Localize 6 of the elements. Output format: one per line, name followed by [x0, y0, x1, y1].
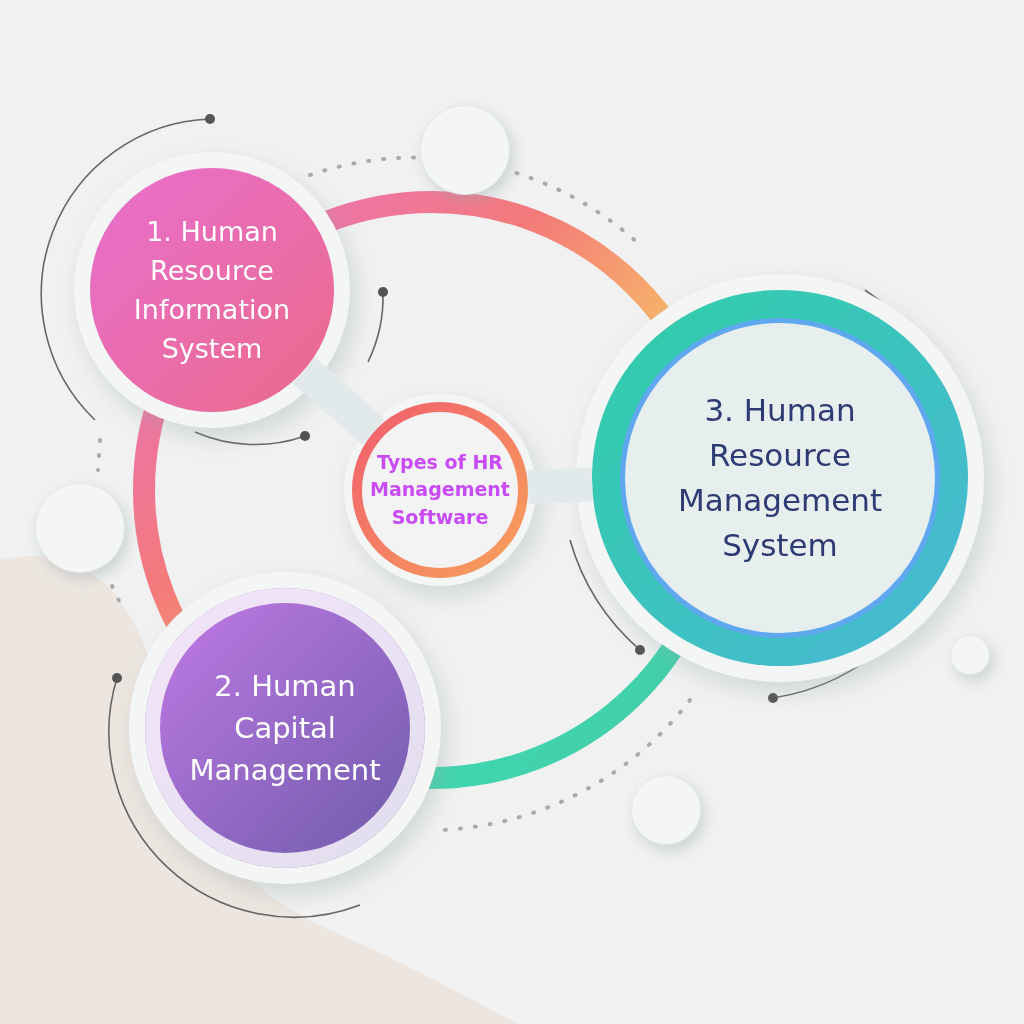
bubble-circle: [631, 775, 701, 845]
bubble-circle: [950, 635, 990, 675]
category-label: 2. Human Capital Management: [188, 667, 382, 789]
category-label: 1. Human Resource Information System: [132, 214, 292, 367]
center-title: Types of HR Management Software: [369, 449, 511, 530]
category-label: 3. Human Resource Management System: [676, 391, 884, 565]
